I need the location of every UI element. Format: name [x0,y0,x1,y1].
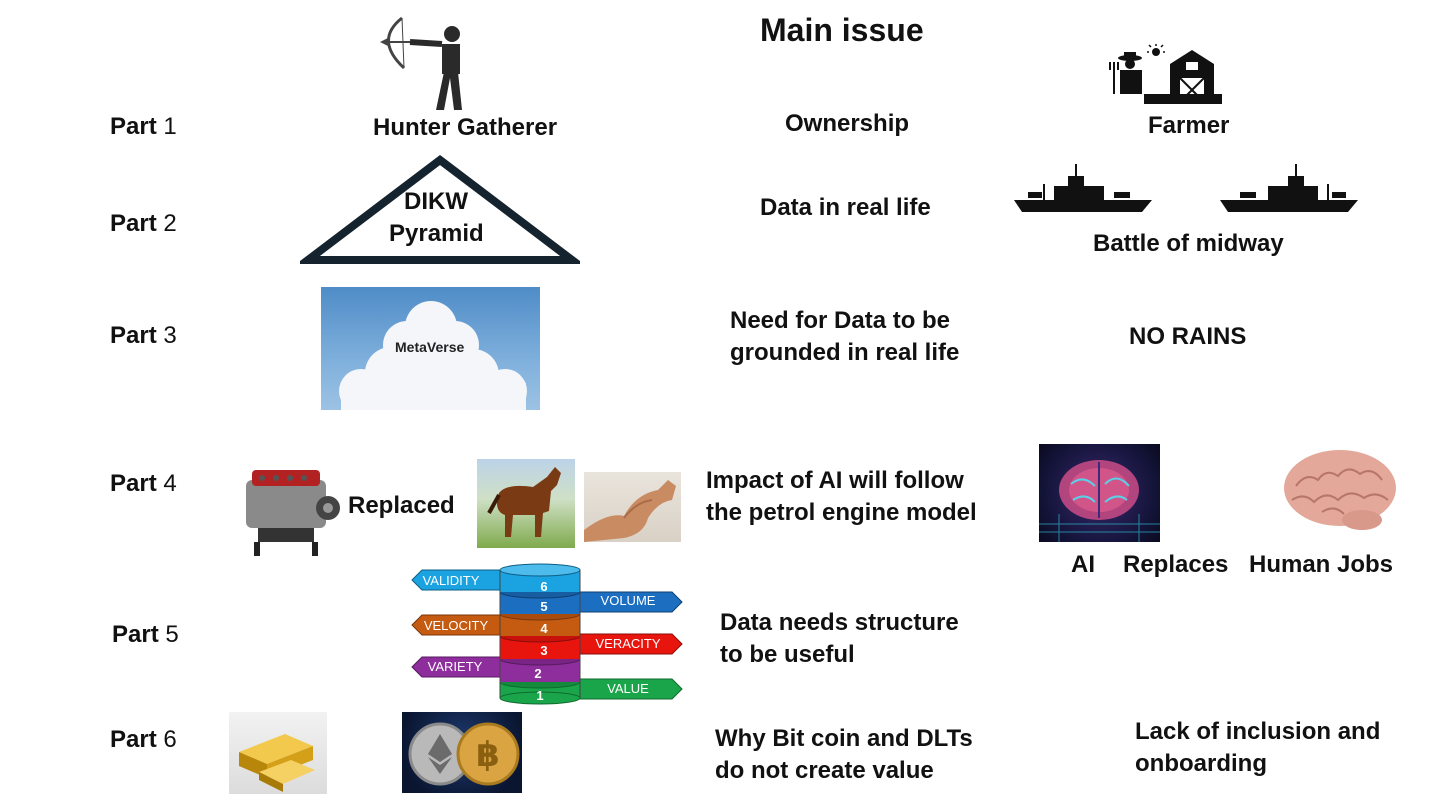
metaverse-cloud-image: MetaVerse [321,287,540,410]
stack-number-1: 1 [536,688,544,703]
impact-of-ai-line2: the petrol engine model [706,499,977,526]
value-tag: VALUE [607,681,649,696]
part-1-label: Part 1 [110,113,177,140]
warship-icon [1220,164,1358,212]
part-5-label: Part 5 [112,621,179,648]
farmer-label: Farmer [1148,112,1230,139]
stack-number-4: 4 [540,621,548,636]
metaverse-label: MetaVerse [395,339,465,355]
human-jobs-label: Human Jobs [1249,551,1394,578]
archer-icon [380,16,462,110]
volume-tag: VOLUME [600,593,656,608]
main-issue-title: Main issue [760,12,924,48]
warship-icon [1014,164,1152,212]
farmer-barn-icon [1109,44,1222,104]
ownership-label: Ownership [785,110,910,137]
stack-number-6: 6 [540,579,548,594]
bitcoin-dlt-line1: Why Bit coin and DLTs [715,725,973,752]
battle-of-midway-label: Battle of midway [1093,230,1284,257]
variety-tag: VARIETY [427,659,483,674]
stack-number-2: 2 [534,666,542,681]
part-6-label: Part 6 [110,726,177,753]
hunter-gatherer-label: Hunter Gatherer [373,114,558,141]
part-4-label: Part 4 [110,470,177,497]
replaces-label: Replaces [1123,551,1229,578]
need-for-data-line1: Need for Data to be [730,307,951,334]
replaced-label: Replaced [348,492,455,519]
data-needs-structure-line2: to be useful [720,641,855,668]
velocity-tag: VELOCITY [423,618,489,633]
no-rains-label: NO RAINS [1129,323,1247,350]
need-for-data-line2: grounded in real life [730,339,960,366]
data-v-stack-diagram [411,563,683,705]
impact-of-ai-line1: Impact of AI will follow [706,467,964,494]
pyramid-line2: Pyramid [389,220,484,247]
pyramid-line1: DIKW [404,188,468,215]
human-brain-image [1282,446,1400,538]
dikw-pyramid-icon [300,154,580,264]
horse-image [477,459,575,548]
data-in-real-life-label: Data in real life [760,194,931,221]
data-needs-structure-line1: Data needs structure [720,609,959,636]
muscle-arm-image [584,472,681,542]
engine-image [232,462,344,558]
svg-text:฿: ฿ [476,735,500,775]
stack-number-3: 3 [540,643,548,658]
lack-of-inclusion-line2: onboarding [1135,750,1267,777]
gold-bars-image [229,712,327,794]
part-3-label: Part 3 [110,322,177,349]
ai-label: AI [1071,551,1095,578]
stack-number-5: 5 [540,599,548,614]
lack-of-inclusion-line1: Lack of inclusion and [1135,718,1381,745]
validity-tag: VALIDITY [422,573,480,588]
crypto-coins-image: ฿ [402,712,522,793]
bitcoin-dlt-line2: do not create value [715,757,934,784]
part-2-label: Part 2 [110,210,177,237]
veracity-tag: VERACITY [595,636,661,651]
ai-chip-brain-image [1039,444,1160,542]
